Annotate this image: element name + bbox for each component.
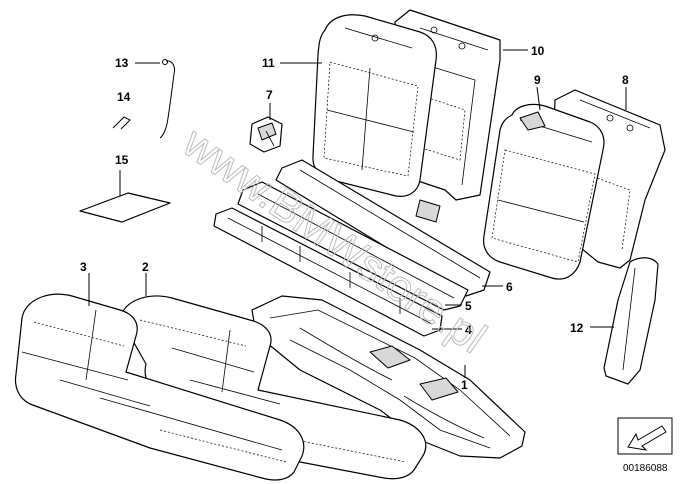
part-3-seat-cushion-left[interactable] <box>14 293 305 481</box>
callout-2[interactable]: 2 <box>142 260 149 274</box>
callout-9[interactable]: 9 <box>534 73 541 87</box>
part-12-side-bolster[interactable] <box>603 257 659 385</box>
part-4-frame-rail[interactable] <box>213 207 443 337</box>
part-6-crossbar[interactable] <box>275 159 491 297</box>
callout-3[interactable]: 3 <box>80 260 87 274</box>
callout-13[interactable]: 13 <box>115 56 129 70</box>
callout-8[interactable]: 8 <box>622 73 629 87</box>
part-11-backrest-cover-left[interactable] <box>312 14 437 197</box>
callout-5[interactable]: 5 <box>465 299 472 313</box>
part-14-clip[interactable] <box>112 116 131 130</box>
callout-14[interactable]: 14 <box>117 90 131 104</box>
callout-7[interactable]: 7 <box>266 88 273 102</box>
callout-12[interactable]: 12 <box>570 321 584 335</box>
callout-10[interactable]: 10 <box>531 44 545 58</box>
part-13-wire-clip[interactable] <box>159 59 175 139</box>
leader-lines <box>88 49 627 378</box>
arrow-box-icon[interactable] <box>617 417 673 455</box>
callout-1[interactable]: 1 <box>461 378 468 392</box>
part-7-bracket[interactable] <box>249 116 283 153</box>
part-15-pad[interactable] <box>79 192 171 223</box>
callout-labels: 13 14 15 11 7 10 9 8 3 2 6 5 4 1 12 <box>80 44 629 392</box>
callout-4[interactable]: 4 <box>465 323 472 337</box>
callout-6[interactable]: 6 <box>506 280 513 294</box>
part-9-backrest-cover-right[interactable] <box>483 103 605 280</box>
callout-11[interactable]: 11 <box>262 56 275 70</box>
drawing-code: 00186088 <box>623 463 668 474</box>
callout-15[interactable]: 15 <box>115 153 129 167</box>
part-5-crossbar[interactable] <box>237 181 469 311</box>
part-1-seat-base-frame[interactable] <box>251 295 526 459</box>
